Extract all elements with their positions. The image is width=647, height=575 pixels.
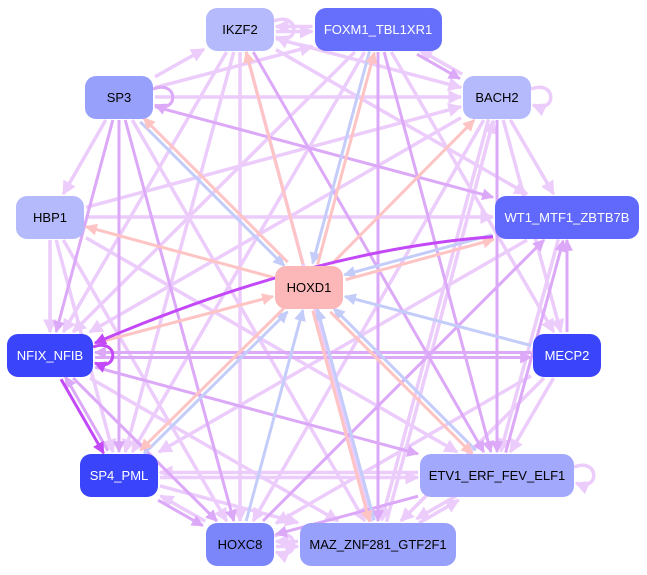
edge-SP4-to-NFIX xyxy=(64,375,110,452)
edge-BACH2-to-BACH2 xyxy=(530,85,553,117)
node-foxm1[interactable]: FOXM1_TBL1XR1 xyxy=(314,8,442,51)
node-label: MECP2 xyxy=(544,348,590,363)
node-label: HOXC8 xyxy=(217,537,263,552)
edge-HBP1-to-ETV1 xyxy=(85,236,459,454)
edge-HOXC8-to-HOXC8 xyxy=(273,532,296,564)
edge-FOXM1-to-SP4 xyxy=(130,51,367,454)
node-label: WT1_MTF1_ZBTB7B xyxy=(504,210,630,225)
edge-HOXC8-to-HOXD1 xyxy=(244,308,306,522)
node-mecp2[interactable]: MECP2 xyxy=(533,334,601,377)
node-label: FOXM1_TBL1XR1 xyxy=(323,22,433,37)
edge-SP3-to-IKZF2 xyxy=(154,47,206,79)
node-label: MAZ_ZNF281_GTF2F1 xyxy=(309,537,447,552)
edge-MECP2-to-MAZ xyxy=(399,376,546,523)
node-sp4[interactable]: SP4_PML xyxy=(80,454,158,497)
edge-ETV1-to-ETV1 xyxy=(573,463,596,495)
edge-SP3-to-HOXD1 xyxy=(139,120,286,267)
node-label: SP3 xyxy=(106,90,132,105)
edge-HOXD1-to-BACH2 xyxy=(330,118,476,266)
edge-HOXD1-to-ETV1 xyxy=(329,310,474,455)
edge-MECP2-to-ETV1 xyxy=(508,377,556,454)
edge-BACH2-to-HOXC8 xyxy=(251,119,486,523)
edge-ETV1-to-HOXD1 xyxy=(332,307,477,452)
node-label: HOXD1 xyxy=(286,280,332,295)
edge-NFIX-to-HOXD1 xyxy=(94,293,275,345)
node-sp3[interactable]: SP3 xyxy=(85,76,153,119)
node-label: SP4_PML xyxy=(89,468,149,483)
edge-WT1-to-HOXD1 xyxy=(343,233,493,278)
node-label: NFIX_NFIB xyxy=(16,348,84,363)
edge-HOXD1-to-MAZ xyxy=(311,310,373,523)
node-label: ETV1_ERF_FEV_ELF1 xyxy=(428,468,566,483)
edge-IKZF2-to-ETV1 xyxy=(251,51,486,454)
node-label: IKZF2 xyxy=(222,22,258,37)
edge-MECP2-to-HOXD1 xyxy=(343,293,532,347)
node-nfix[interactable]: NFIX_NFIB xyxy=(7,334,93,377)
edge-SP3-to-WT1 xyxy=(154,105,495,201)
edge-NFIX-to-HOXC8 xyxy=(72,376,218,523)
edge-HOXD1-to-WT1 xyxy=(345,236,495,282)
edge-HOXD1-to-HBP1 xyxy=(84,223,274,279)
edge-NFIX-to-NFIX xyxy=(92,343,115,373)
edge-HOXC8-to-WT1 xyxy=(261,238,546,523)
edge-SP3-to-NFIX xyxy=(53,119,115,334)
node-wt1[interactable]: WT1_MTF1_ZBTB7B xyxy=(495,196,639,239)
edge-MAZ-to-ETV1 xyxy=(418,498,460,525)
edge-HOXD1-to-SP4 xyxy=(139,307,286,452)
edge-NFIX-to-ETV1 xyxy=(94,365,420,457)
node-label: HBP1 xyxy=(33,210,67,225)
edge-BACH2-to-WT1 xyxy=(508,119,556,196)
node-label: BACH2 xyxy=(475,90,519,105)
node-maz[interactable]: MAZ_ZNF281_GTF2F1 xyxy=(300,523,456,566)
node-etv1[interactable]: ETV1_ERF_FEV_ELF1 xyxy=(420,454,574,497)
edge-FOXM1-to-ETV1 xyxy=(382,51,494,454)
edge-FOXM1-to-HOXD1 xyxy=(309,50,371,265)
node-ikzf2[interactable]: IKZF2 xyxy=(206,8,274,51)
edge-SP3-to-HBP1 xyxy=(61,119,108,196)
edge-SP3-to-MAZ xyxy=(130,119,367,523)
edge-SP4-to-HOXD1 xyxy=(142,310,289,455)
edge-ETV1-to-HOXC8 xyxy=(274,494,419,538)
edge-NFIX-to-SP4 xyxy=(59,378,105,455)
node-hbp1[interactable]: HBP1 xyxy=(16,196,84,239)
edge-WT1-to-SP4 xyxy=(157,238,528,454)
edge-MAZ-to-HOXD1 xyxy=(314,308,376,521)
edge-IKZF2-to-IKZF2 xyxy=(273,17,296,49)
edge-BACH2-to-FOXM1 xyxy=(418,48,464,76)
node-hoxc8[interactable]: HOXC8 xyxy=(206,523,274,566)
edge-BACH2-to-NFIX xyxy=(88,116,462,334)
node-bach2[interactable]: BACH2 xyxy=(463,76,531,119)
edge-FOXM1-to-BACH2 xyxy=(416,52,461,80)
node-hoxd1[interactable]: HOXD1 xyxy=(275,266,343,309)
edge-HOXD1-to-IKZF2 xyxy=(243,50,305,265)
edge-HOXC8-to-SP4 xyxy=(159,494,207,523)
edge-SP3-to-SP3 xyxy=(152,85,175,115)
edge-HOXD1-to-FOXM1 xyxy=(316,51,378,266)
edge-HOXD1-to-SP3 xyxy=(142,117,289,264)
edge-SP3-to-FOXM1 xyxy=(154,42,314,90)
edge-SP4-to-HOXC8 xyxy=(157,498,204,527)
